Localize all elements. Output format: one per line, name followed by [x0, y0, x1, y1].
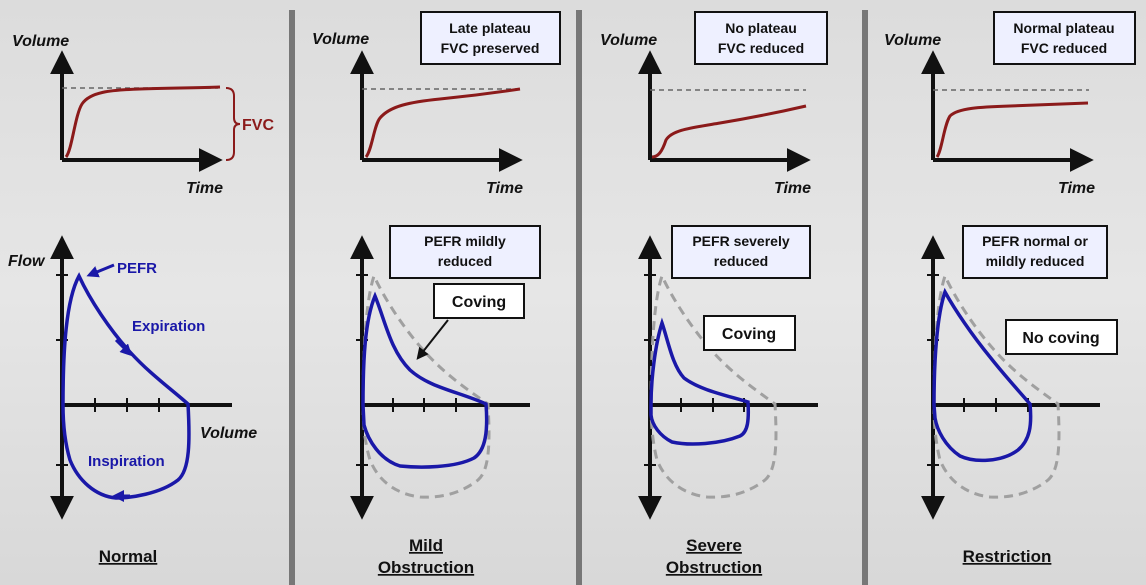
volume-time-graph: Volume Time FVC [12, 33, 274, 197]
svg-text:reduced: reduced [714, 253, 768, 269]
obstruction-loop [649, 317, 751, 446]
panel-restriction: Volume Time Normal plateau FVC reduced P… [884, 11, 1136, 566]
flow-volume-graph [350, 235, 530, 520]
volume-curve [651, 104, 807, 159]
svg-text:Coving: Coving [722, 326, 776, 343]
svg-text:reduced: reduced [438, 253, 492, 269]
pefr-box: PEFR normal or mildly reduced [962, 225, 1108, 279]
svg-text:FVC reduced: FVC reduced [1021, 40, 1107, 56]
reference-loop [932, 271, 1061, 499]
svg-text:FVC preserved: FVC preserved [441, 40, 540, 56]
volume-time-graph: Volume Time [884, 32, 1095, 197]
fvc-label: FVC [242, 117, 274, 134]
volume-axis-label: Volume [884, 32, 941, 49]
expiration-label: Expiration [132, 318, 205, 335]
svg-text:Coving: Coving [452, 294, 506, 311]
panel-title-line-2: Obstruction [666, 558, 762, 577]
panel-normal: Volume Time FVC Flow Volume PEFR Expirat… [8, 33, 274, 566]
volume-curve [935, 101, 1089, 158]
flow-volume-graph [921, 235, 1100, 520]
obstruction-loop [361, 291, 489, 469]
fvc-brace [225, 87, 241, 161]
pefr-box: PEFR severely reduced [671, 225, 811, 279]
volume-curve [364, 87, 521, 158]
coving-box: Coving [433, 283, 525, 319]
flow-volume-graph [638, 235, 818, 520]
volume-axis-label: Volume [312, 31, 369, 48]
panel-dividers [289, 10, 868, 585]
pefr-box: PEFR mildly reduced [389, 225, 541, 279]
svg-text:PEFR mildly: PEFR mildly [424, 233, 506, 249]
reference-loop [361, 271, 491, 499]
top-box: No plateau FVC reduced [694, 11, 828, 65]
svg-text:mildly reduced: mildly reduced [986, 253, 1085, 269]
svg-text:Normal plateau: Normal plateau [1013, 20, 1114, 36]
flow-volume-axis-label: Volume [200, 425, 257, 442]
panel-title: Normal [99, 547, 158, 566]
time-axis-label: Time [186, 180, 223, 197]
volume-axis-label: Volume [12, 33, 69, 50]
flow-axis-label: Flow [8, 253, 46, 270]
panel-title-line-1: Severe [686, 536, 742, 555]
panel-title-line-2: Obstruction [378, 558, 474, 577]
time-axis-label: Time [774, 180, 811, 197]
reference-loop [649, 271, 778, 499]
svg-text:Late plateau: Late plateau [449, 20, 531, 36]
panel-severe-obstruction: Volume Time No plateau FVC reduced PEFR … [600, 11, 828, 577]
svg-text:No coving: No coving [1022, 330, 1099, 347]
inspiration-label: Inspiration [88, 453, 165, 470]
restriction-loop [932, 287, 1033, 463]
volume-curve [64, 85, 221, 158]
normal-loop [61, 272, 191, 500]
coving-box: Coving [703, 315, 796, 351]
panel-title: Restriction [963, 547, 1052, 566]
pefr-label: PEFR [117, 260, 157, 277]
volume-time-graph: Volume Time [600, 32, 811, 197]
svg-text:No plateau: No plateau [725, 20, 797, 36]
top-box: Late plateau FVC preserved [420, 11, 561, 65]
top-box: Normal plateau FVC reduced [993, 11, 1136, 65]
panel-mild-obstruction: Volume Time Late plateau FVC preserved P… [312, 11, 561, 577]
svg-text:PEFR severely: PEFR severely [692, 233, 789, 249]
volume-time-graph: Volume Time [312, 31, 523, 197]
svg-text:PEFR normal or: PEFR normal or [982, 233, 1088, 249]
volume-axis-label: Volume [600, 32, 657, 49]
no-coving-box: No coving [1005, 319, 1118, 355]
panel-title-line-1: Mild [409, 536, 443, 555]
svg-text:FVC reduced: FVC reduced [718, 40, 804, 56]
time-axis-label: Time [486, 180, 523, 197]
time-axis-label: Time [1058, 180, 1095, 197]
flow-volume-graph: Flow Volume PEFR Expiration Inspiration [8, 235, 257, 520]
